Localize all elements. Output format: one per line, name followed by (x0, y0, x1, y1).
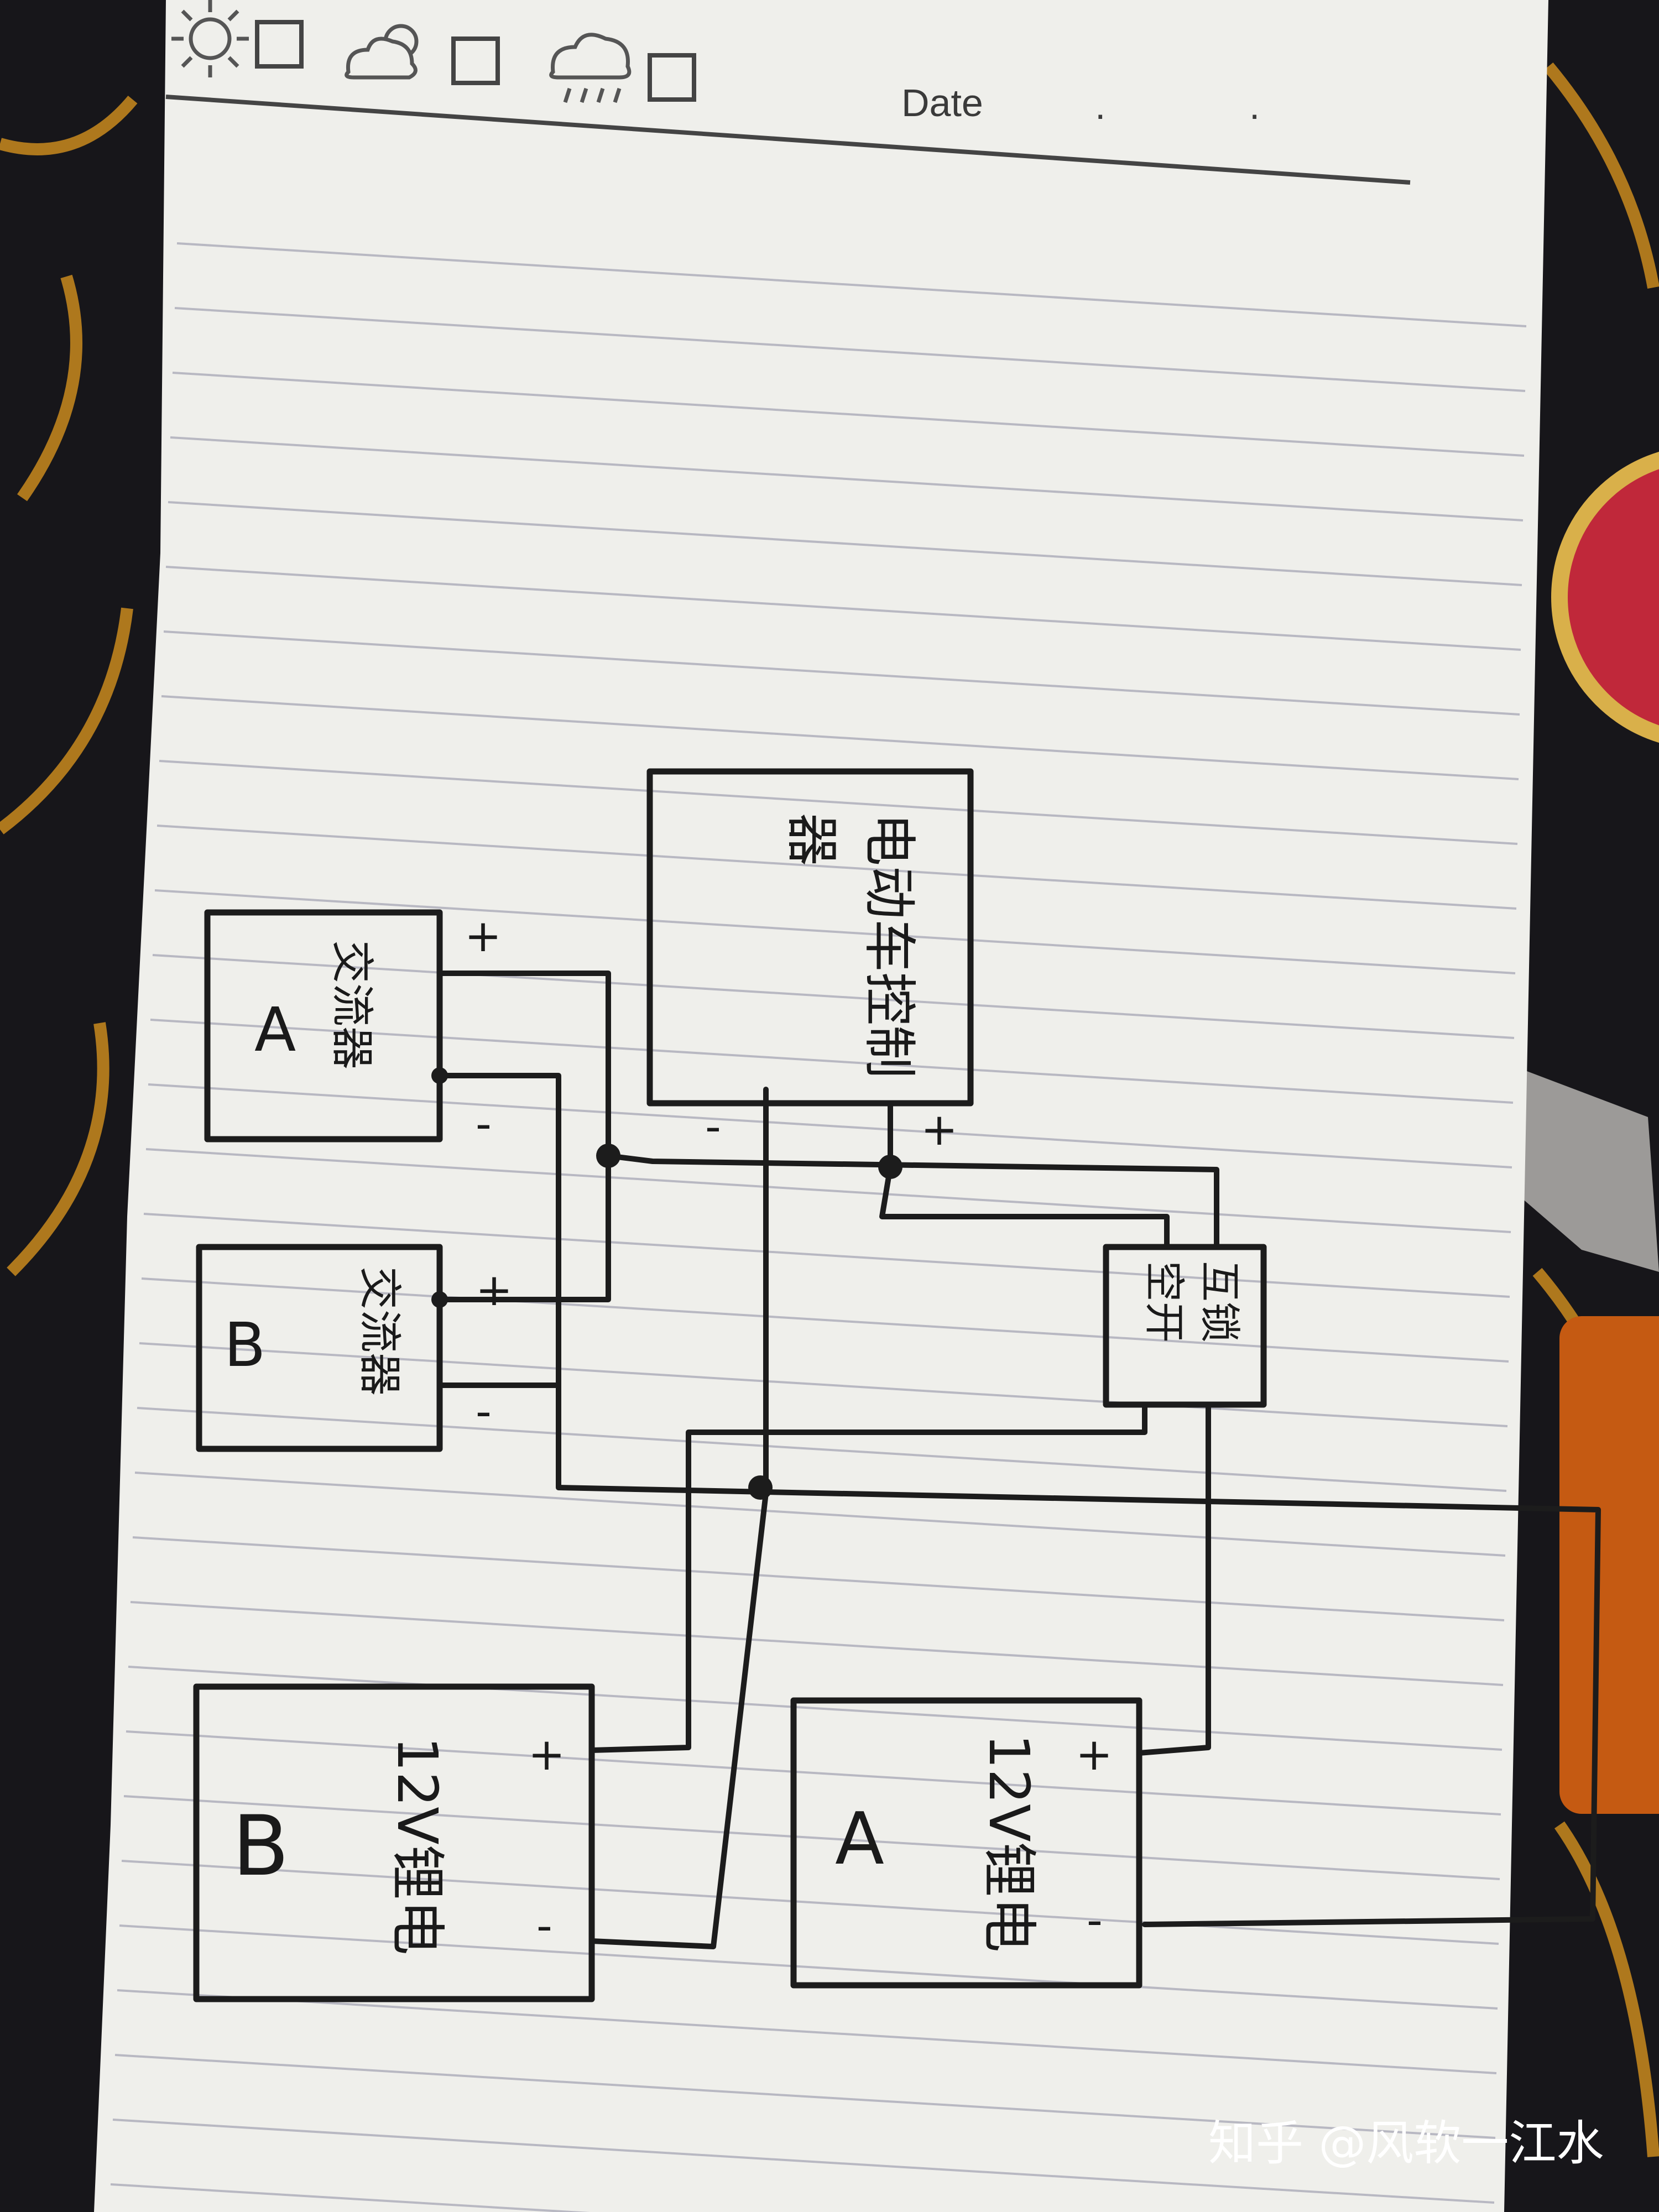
ruled-line (137, 1407, 1507, 1492)
battery-b-label-line1: 12V锂电 (385, 1736, 450, 1955)
converter-a-label-line1: 交流器 (327, 940, 377, 1070)
converter-a-label: 交流器 (327, 940, 377, 1070)
battery-a-box (790, 1697, 1142, 1989)
junction-dot (431, 1067, 448, 1084)
wire-conv-a-pos (437, 971, 611, 1159)
controller-neg-terminal: - (705, 1101, 721, 1152)
ruled-line (150, 1019, 1514, 1104)
wire-conv-a-neg (437, 1073, 1601, 1927)
ruled-line (132, 1536, 1505, 1621)
ruled-line (161, 695, 1519, 780)
battery-a-neg-terminal: - (1087, 1895, 1103, 1946)
converter-a-neg-terminal: - (476, 1098, 492, 1150)
ruled-line (174, 307, 1526, 392)
converter-b-letter: B (224, 1310, 265, 1380)
junction-dot (878, 1155, 902, 1179)
ruled-line (163, 630, 1520, 716)
converter-b-pos-terminal: + (476, 1264, 513, 1316)
ruled-line (156, 825, 1517, 910)
weather-checkbox-cloudy[interactable] (451, 36, 500, 85)
junction-dot (431, 1291, 448, 1308)
wire-controller-neg (589, 1087, 769, 1949)
converter-a-box (204, 909, 443, 1142)
ruled-line (159, 760, 1518, 845)
header: Date . . (165, 0, 1411, 185)
date-dots: . . (1095, 84, 1326, 127)
battery-b-box (193, 1683, 595, 2002)
converter-b-label-line1: 交流器 (354, 1266, 404, 1396)
ruled-line (126, 1730, 1501, 1815)
ruled-line (119, 1924, 1498, 2010)
ruled-line (110, 2183, 590, 2212)
breaker-box (1103, 1244, 1267, 1408)
controller-label-line2: 器 (781, 813, 843, 866)
rain-cloud-icon (549, 33, 632, 103)
ruled-line (139, 1342, 1508, 1427)
orange-tag-decoration (1559, 1316, 1659, 1814)
wire-conv-b-pos (437, 1153, 611, 1302)
sun-icon (171, 0, 249, 77)
ruled-line (176, 242, 1527, 327)
battery-a-letter: A (835, 1797, 884, 1881)
battery-b-neg-terminal: - (536, 1900, 552, 1952)
ruled-line (170, 436, 1524, 521)
controller-label-line1: 电动车控制 (858, 813, 920, 1078)
ruled-line (112, 2119, 1495, 2204)
converter-a-pos-terminal: + (465, 910, 502, 962)
ruled-line (117, 1989, 1497, 2074)
ruled-lines (110, 242, 1527, 2212)
ruled-line (148, 1083, 1512, 1168)
ruled-line (128, 1666, 1503, 1751)
battery-a-label: 12V锂电 (977, 1734, 1041, 1953)
header-rule (165, 95, 1411, 185)
ruled-line (114, 2054, 1496, 2139)
ruled-line (145, 1148, 1511, 1233)
breaker-label-line1: 互锁 (1196, 1261, 1243, 1343)
controller-label: 电动车控制 器 (781, 813, 920, 1078)
battery-b-label: 12V锂电 (385, 1736, 450, 1955)
controller-pos-terminal: + (921, 1104, 958, 1155)
converter-b-box (196, 1244, 443, 1452)
converter-b-neg-terminal: - (476, 1386, 492, 1437)
ruled-line (134, 1472, 1506, 1557)
ruled-line (168, 501, 1522, 586)
converter-b-label: 交流器 (354, 1266, 404, 1396)
controller-box (646, 768, 974, 1107)
ruled-line (130, 1601, 1504, 1686)
battery-b-letter: B (232, 1798, 289, 1895)
junction-dot (596, 1144, 620, 1168)
weather-checkbox-sun[interactable] (255, 20, 304, 69)
converter-a-letter: A (254, 994, 296, 1065)
red-pin-decoration (1551, 451, 1659, 743)
battery-a-pos-terminal: + (1076, 1729, 1113, 1780)
ruled-line (143, 1213, 1510, 1298)
wire-breaker-to-battery-b (589, 1402, 1147, 1753)
wire-bus-to-breaker (879, 1164, 1170, 1250)
ruled-line (172, 372, 1525, 457)
ruled-line (123, 1795, 1500, 1880)
ruled-line (165, 566, 1521, 651)
ruled-line (154, 889, 1516, 974)
battery-a-label-line1: 12V锂电 (977, 1734, 1041, 1953)
partly-cloudy-icon (345, 24, 419, 80)
weather-checkbox-rain[interactable] (648, 53, 696, 102)
ruled-line (152, 954, 1515, 1039)
watermark: 知乎 @风软一江水 (1208, 2116, 1604, 2171)
ruled-line (121, 1860, 1499, 1945)
junction-dot (748, 1475, 773, 1500)
wire-breaker-to-battery-a (1136, 1402, 1211, 1756)
wire-bus-horizontal (606, 1153, 1219, 1250)
breaker-label-line2: 空开 (1140, 1261, 1188, 1343)
battery-b-pos-terminal: + (528, 1729, 565, 1780)
ruled-line (141, 1277, 1509, 1363)
date-label: Date (901, 81, 983, 124)
breaker-label: 互锁 空开 (1140, 1261, 1243, 1343)
wiring (431, 971, 1601, 1949)
